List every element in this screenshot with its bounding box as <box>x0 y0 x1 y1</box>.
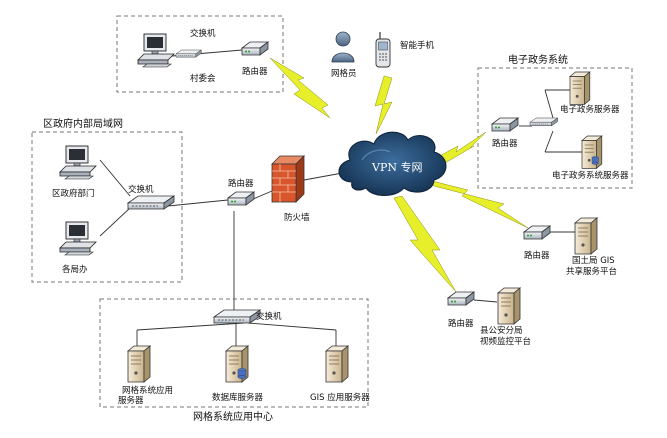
phone-icon <box>375 32 391 68</box>
switch-icon <box>175 49 202 58</box>
switch-icon <box>127 195 175 210</box>
server-police-label-2: 视频监控平台 <box>480 336 531 347</box>
pc-gov-dept-label: 区政府部门 <box>52 188 95 199</box>
server-gis-app-label: GIS 应用服务器 <box>310 392 370 403</box>
district-lan-region <box>31 131 183 283</box>
server-icon <box>574 217 598 255</box>
vpn-lightning-links <box>269 57 529 293</box>
firewall-label: 防火墙 <box>284 212 310 223</box>
server-db-label: 数据库服务器 <box>212 392 264 403</box>
pc-icon <box>59 145 97 180</box>
server-icon <box>497 287 521 325</box>
switch-icon <box>529 117 558 127</box>
router-icon <box>447 291 475 306</box>
bolt-smartphone <box>374 75 393 135</box>
bolt-land <box>427 179 529 229</box>
switch-icon <box>213 309 261 324</box>
egov-title: 电子政务系统 <box>508 53 568 66</box>
router-village-label: 路由器 <box>242 66 268 77</box>
wired-links <box>99 49 583 348</box>
server-icon <box>569 71 591 105</box>
bolt-village-router <box>269 57 331 119</box>
village-region <box>116 15 284 93</box>
pc-bureaus-label: 各局办 <box>62 264 88 275</box>
server-grid-app-label-2: 服务器 <box>118 395 144 406</box>
server-police-label-1: 县公安分局 <box>480 325 523 336</box>
router-police-label: 路由器 <box>448 318 474 329</box>
cloud-label: VPN 专网 <box>371 160 422 174</box>
person-icon <box>331 31 355 63</box>
grid-center-title: 网格系统应用中心 <box>193 410 273 423</box>
switch-center-label: 交换机 <box>256 311 282 322</box>
database-disk-icon <box>591 156 599 165</box>
server-land-label-1: 国土局 GIS <box>572 255 615 266</box>
district-lan-title: 区政府内部局域网 <box>43 117 123 130</box>
switch-district-label: 交换机 <box>128 184 154 195</box>
router-icon <box>227 191 255 206</box>
pc-village-label: 村委会 <box>190 73 216 84</box>
cloud-icon <box>338 131 447 196</box>
database-disk-icon <box>237 368 247 379</box>
router-land-label: 路由器 <box>524 250 550 261</box>
server-land-label-2: 共享服务平台 <box>566 266 617 277</box>
server-egov-label: 电子政务服务器 <box>560 104 620 115</box>
firewall-icon <box>271 155 305 203</box>
server-grid-app-label-1: 网格系统应用 <box>122 385 173 396</box>
router-icon <box>241 41 269 56</box>
bolt-police <box>393 195 457 293</box>
router-egov-label: 路由器 <box>492 138 518 149</box>
pc-icon <box>59 221 97 256</box>
switch-village-label: 交换机 <box>190 28 216 39</box>
router-icon <box>491 117 519 132</box>
pc-icon <box>137 33 175 68</box>
server-icon <box>325 345 349 383</box>
grid-staff-label: 网格员 <box>331 68 357 79</box>
egov-region <box>477 67 633 189</box>
smartphone-label: 智能手机 <box>400 40 435 51</box>
server-egov-sys-label: 电子政务系统服务器 <box>552 170 629 181</box>
server-icon <box>127 345 151 383</box>
router-district-label: 路由器 <box>228 178 254 189</box>
